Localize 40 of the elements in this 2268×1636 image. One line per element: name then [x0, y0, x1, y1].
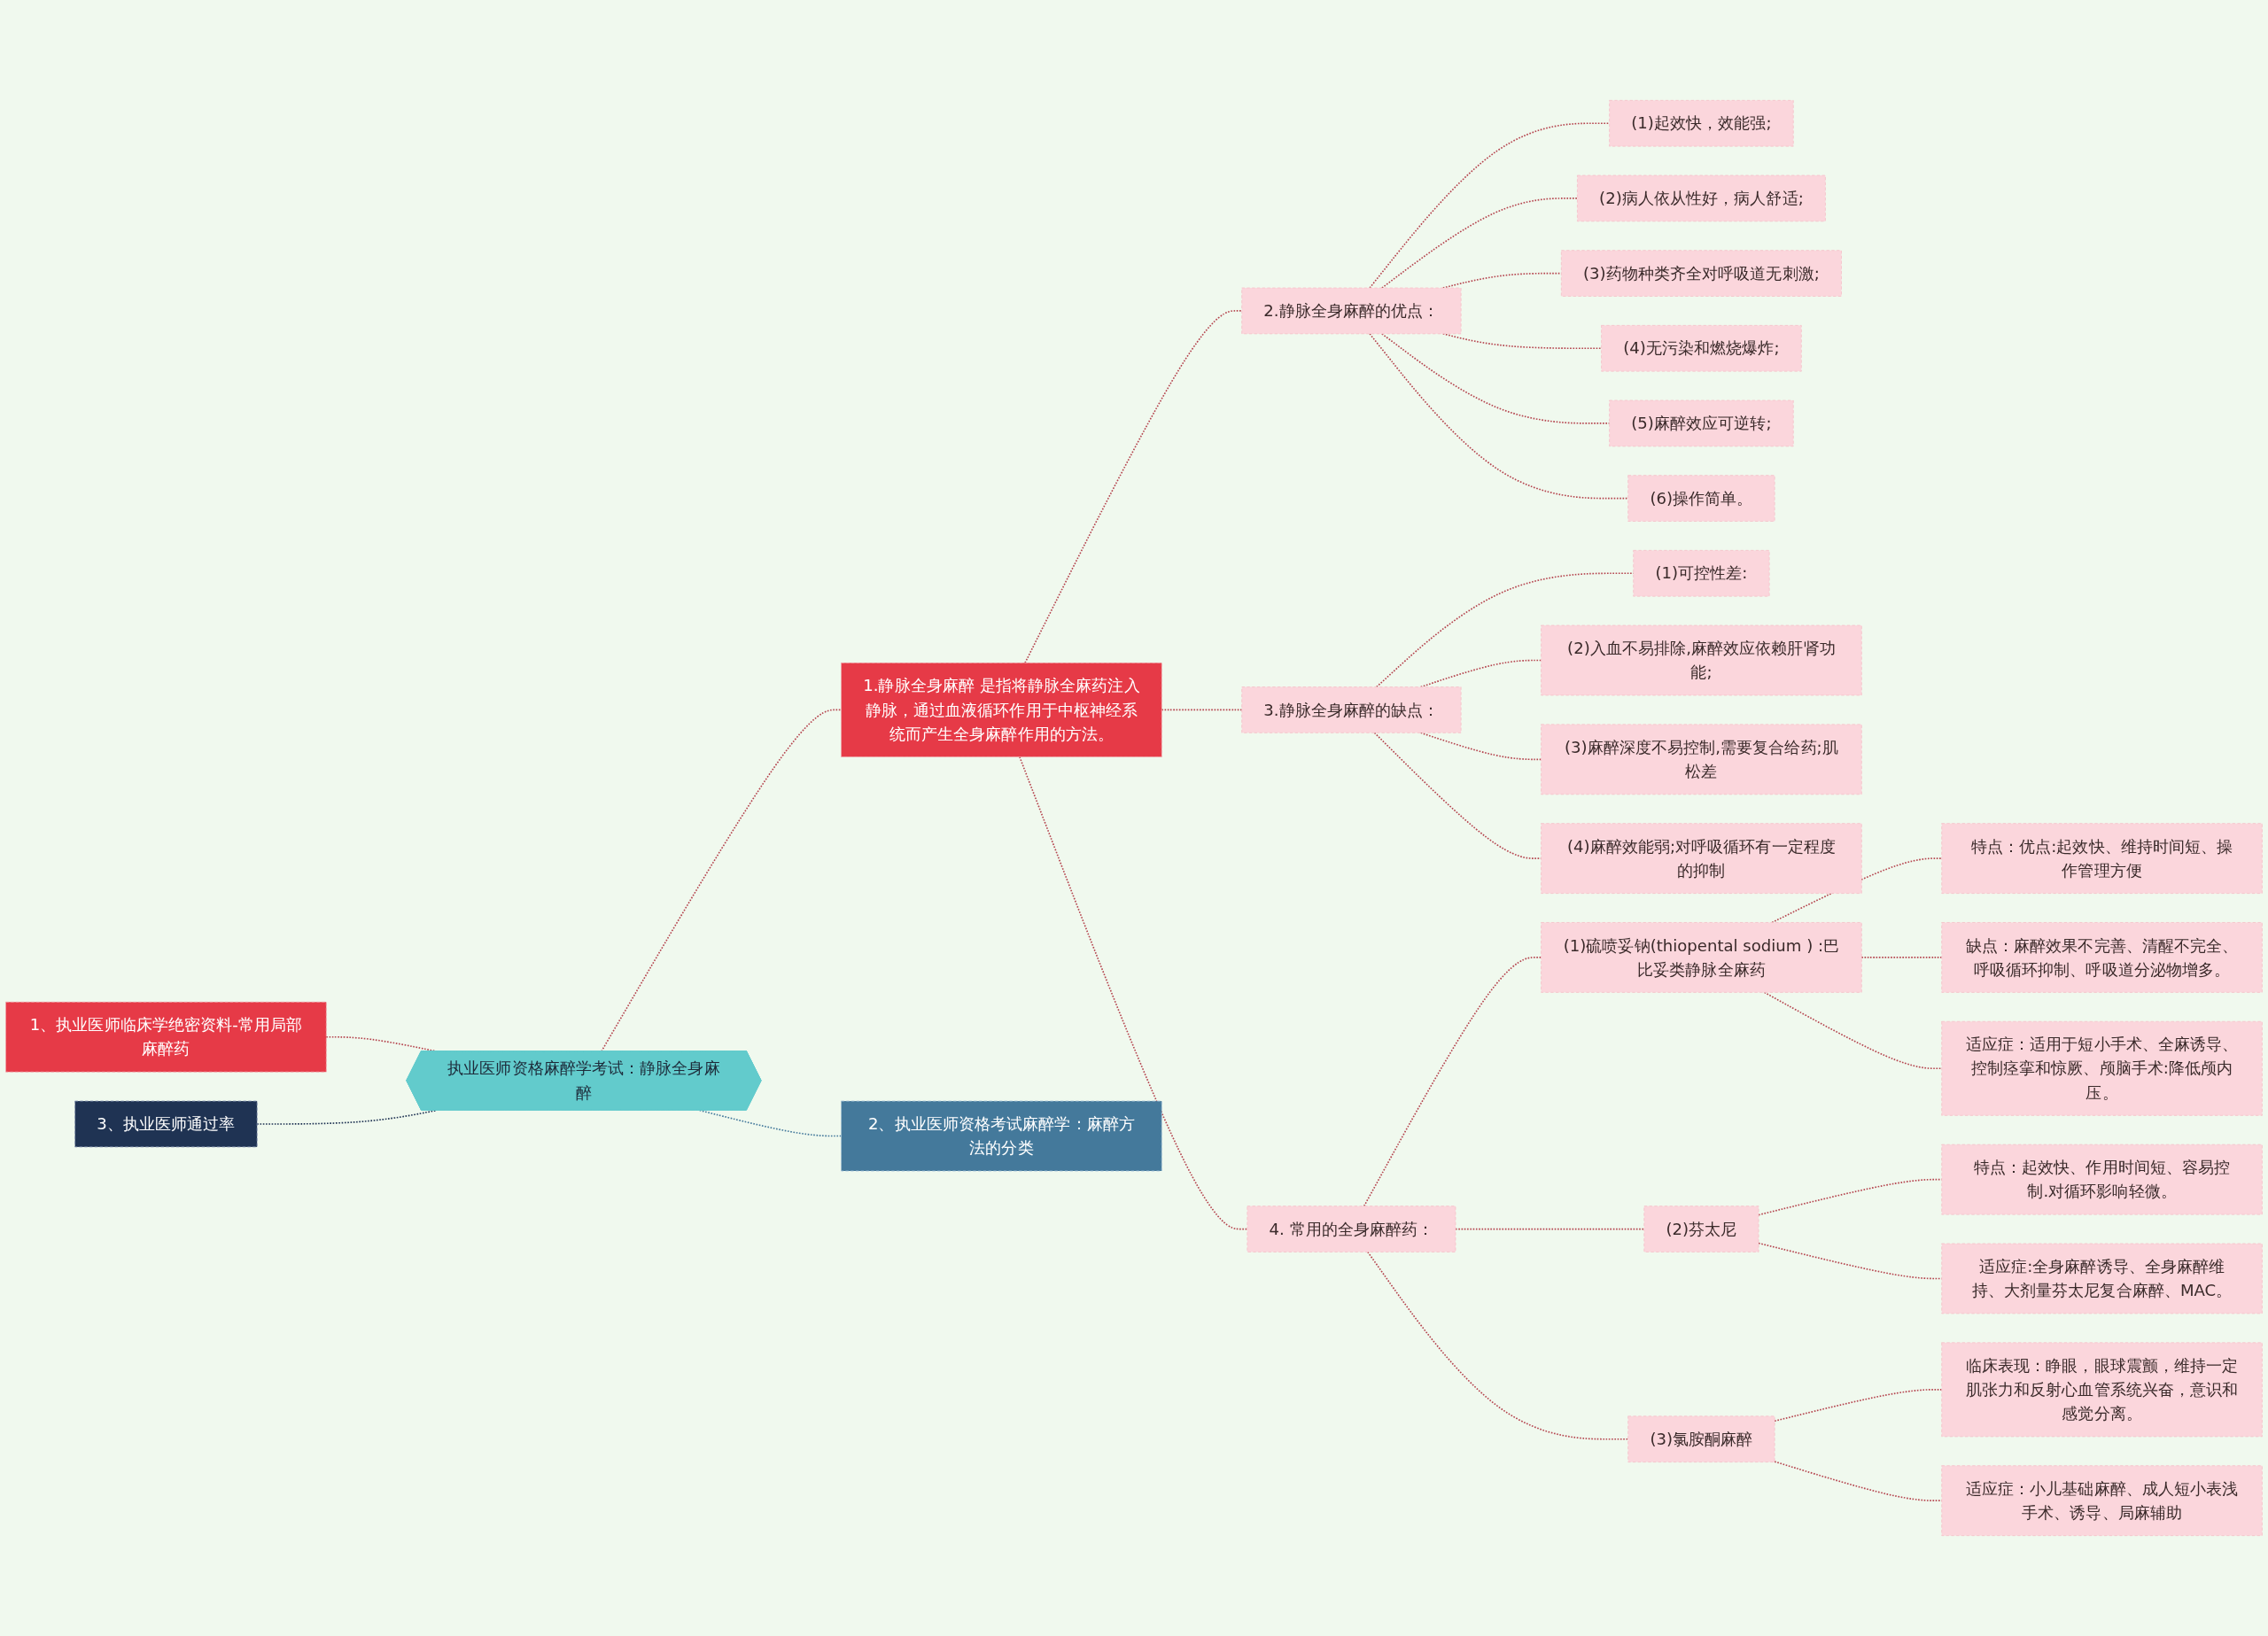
- connector: [1369, 122, 1611, 289]
- node-box: 1、执业医师临床学绝密资料-常用局部麻醉药: [5, 1001, 327, 1073]
- node-box: (4)麻醉效能弱;对呼吸循环有一定程度的抑制: [1541, 823, 1862, 894]
- node-box: (5)麻醉效应可逆转;: [1609, 399, 1794, 447]
- node-box: 2、执业医师资格考试麻醉学：麻醉方法的分类: [841, 1100, 1162, 1172]
- node-box: 缺点：麻醉效果不完善、清醒不完全、呼吸循环抑制、呼吸道分泌物增多。: [1941, 922, 2263, 993]
- node-box: 3.静脉全身麻醉的缺点：: [1241, 686, 1462, 733]
- connector: [601, 709, 843, 1052]
- node-box: 特点：优点:起效快、维持时间短、操作管理方便: [1941, 823, 2263, 894]
- connector: [1363, 957, 1542, 1207]
- connector: [1774, 1461, 1943, 1501]
- node-box: 适应症：小儿基础麻醉、成人短小表浅手术、诱导、局麻辅助: [1941, 1465, 2263, 1537]
- node-box: (1)起效快，效能强;: [1609, 99, 1794, 147]
- connector: [1019, 756, 1248, 1230]
- node-box: 适应症：适用于短小手术、全麻诱导、控制痉挛和惊厥、颅脑手术:降低颅内压。: [1941, 1020, 2263, 1116]
- node-box: (2)芬太尼: [1643, 1206, 1759, 1252]
- connector: [1771, 857, 1943, 924]
- node-box: 特点：起效快、作用时间短、容易控制.对循环影响轻微。: [1941, 1144, 2263, 1215]
- node-box: 4. 常用的全身麻醉药：: [1247, 1206, 1456, 1252]
- connector: [1376, 572, 1635, 688]
- node-box: (4)无污染和燃烧爆炸;: [1601, 324, 1802, 372]
- node-box: 1.静脉全身麻醉 是指将静脉全麻药注入静脉，通过血液循环作用于中枢神经系统而产生全身麻醉作用的方法。: [841, 663, 1162, 757]
- node-box: 2.静脉全身麻醉的优点：: [1241, 287, 1462, 335]
- node-box: (3)麻醉深度不易控制,需要复合给药;肌松差: [1541, 724, 1862, 795]
- node-box: (3)氯胺酮麻醉: [1627, 1415, 1775, 1463]
- connector: [1373, 732, 1542, 859]
- node-box: (2)病人依从性好，病人舒适;: [1577, 174, 1826, 222]
- node-box: (6)操作简单。: [1627, 475, 1775, 522]
- connector: [1367, 1251, 1629, 1440]
- connector: [1455, 1228, 1645, 1230]
- connector: [1024, 310, 1243, 664]
- node-box: 3、执业医师通过率: [74, 1100, 258, 1148]
- connector: [1369, 333, 1629, 500]
- node-box: 临床表现：睁眼，眼球震颤，维持一定肌张力和反射心血管系统兴奋，意识和感觉分离。: [1941, 1342, 2263, 1438]
- node-box: (1)可控性差:: [1633, 550, 1770, 597]
- node-box: (2)入血不易排除,麻醉效应依赖肝肾功能;: [1541, 624, 1862, 696]
- connector: [1381, 198, 1579, 289]
- node-box: (1)硫喷妥钠(thiopental sodium ) :巴比妥类静脉全麻药: [1541, 922, 1862, 993]
- node-box: 适应症:全身麻醉诱导、全身麻醉维持、大剂量芬太尼复合麻醉、MAC。: [1941, 1243, 2263, 1314]
- node-box: (3)药物种类齐全对呼吸道无刺激;: [1560, 250, 1842, 297]
